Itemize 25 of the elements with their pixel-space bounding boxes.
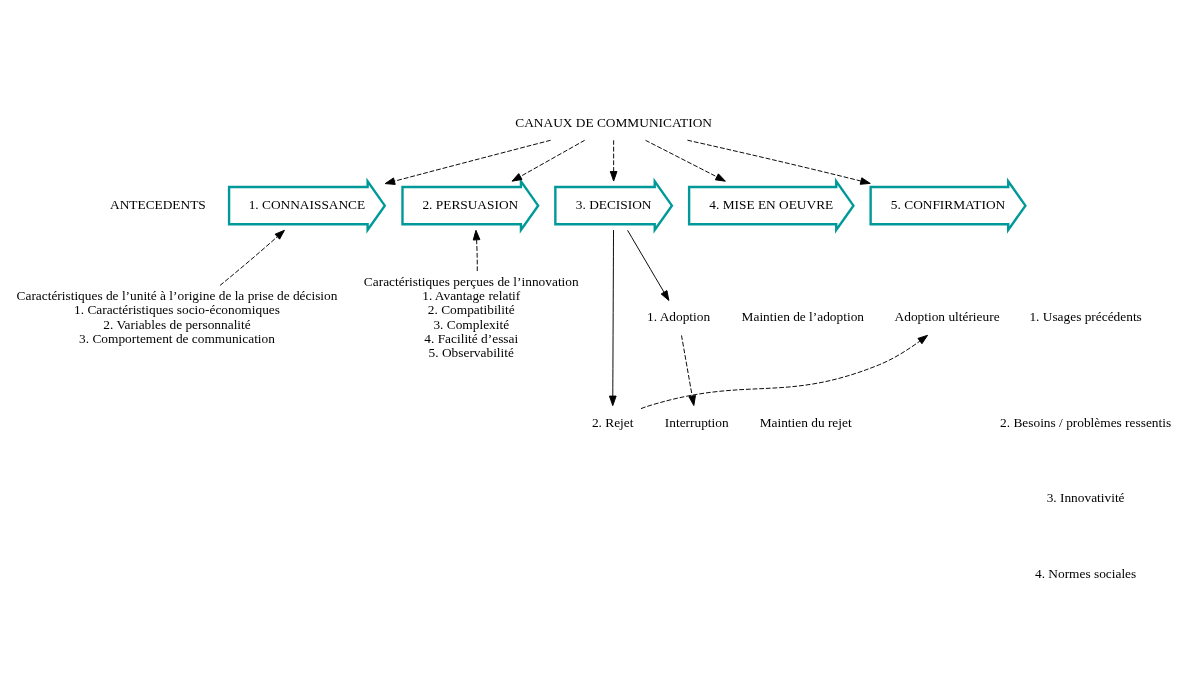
node-text: 1. Adoption (647, 308, 711, 324)
label: 4. Normes sociales (1034, 565, 1137, 581)
arrow (681, 334, 696, 406)
label: 3. Innovativité (1046, 489, 1125, 505)
label: Maintien du rejet (759, 414, 852, 430)
node-text: Caractéristiques perçues de l’innovation 1. Avantage relatif 2. Compatibilité 3. Complexité 4. Facilité d’essai 5. Observabilité (363, 273, 579, 360)
label: ANTECEDENTS (110, 196, 206, 212)
label: 1. Usages précédents (1029, 308, 1142, 324)
label: Maintien de l’adoption (741, 308, 865, 324)
arrow (687, 139, 871, 185)
arrow (511, 139, 586, 182)
arrow (645, 139, 726, 182)
arrow (640, 334, 929, 409)
label: 2. Besoins / problèmes ressentis (1000, 414, 1172, 430)
arrow (627, 229, 670, 301)
arrow (384, 139, 552, 185)
node-text: 2. Rejet (591, 414, 634, 430)
node-text: Interruption (664, 414, 729, 430)
arrow (608, 229, 617, 406)
node-text: CANAUX DE COMMUNICATION (515, 114, 712, 130)
node-text: Adoption ultérieure (894, 308, 1000, 324)
arrow (219, 229, 285, 286)
arrow (609, 139, 618, 182)
arrow (472, 229, 481, 272)
node-text: Caractéristiques de l’unité à l’origine de la prise de décision 1. Caractéristiques socio-économiques 2. Variables de personnalité 3. Comportement de communication (16, 287, 338, 346)
